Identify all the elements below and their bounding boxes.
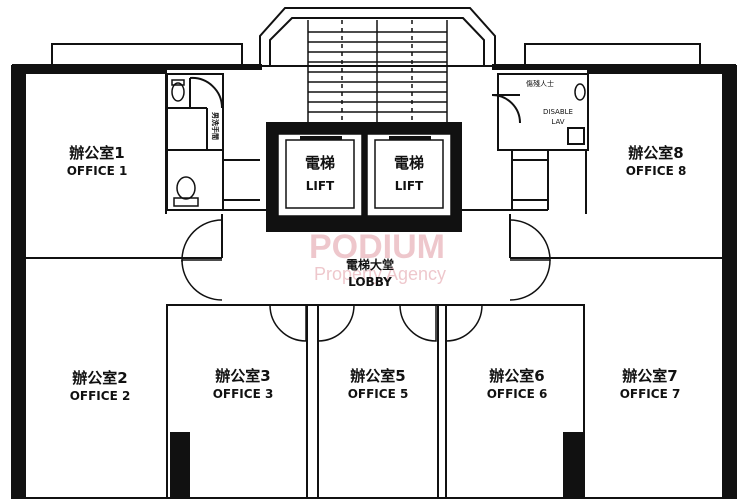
mens-toilet-label: 男洗手間 <box>211 112 220 140</box>
watermark: PODIUM Property Agency <box>309 228 446 284</box>
lift-core <box>266 122 462 232</box>
office-3-en: OFFICE 3 <box>213 387 274 401</box>
exterior-walls <box>12 64 736 498</box>
lobby: 電梯大堂 LOBBY <box>346 257 394 289</box>
office-1-en: OFFICE 1 <box>67 164 128 178</box>
office-walls <box>26 74 722 499</box>
lift-labels: 電梯 LIFT 電梯 LIFT <box>305 154 424 193</box>
office-8: 辦公室8 OFFICE 8 <box>626 144 687 178</box>
office-3-cn: 辦公室3 <box>215 367 270 385</box>
disabled-lav-label: 傷殘人士 DISABLE LAV <box>526 79 573 126</box>
lift-2-en: LIFT <box>395 179 424 193</box>
lobby-cn: 電梯大堂 <box>346 257 394 272</box>
watermark-sub: Property Agency <box>314 264 446 284</box>
office-7-en: OFFICE 7 <box>620 387 681 401</box>
office-7: 辦公室7 OFFICE 7 <box>620 367 681 401</box>
disabled-lav-line1: DISABLE <box>543 108 573 116</box>
lift-1-cn: 電梯 <box>305 154 335 172</box>
office-5: 辦公室5 OFFICE 5 <box>348 367 409 401</box>
office-8-en: OFFICE 8 <box>626 164 687 178</box>
office-2-cn: 辦公室2 <box>72 369 127 387</box>
office-6-cn: 辦公室6 <box>489 367 544 385</box>
lobby-en: LOBBY <box>348 275 392 289</box>
staircase <box>307 20 448 122</box>
lift-1-en: LIFT <box>306 179 335 193</box>
toilet-fixtures <box>171 79 586 207</box>
office-2: 辦公室2 OFFICE 2 <box>70 369 131 403</box>
disabled-lav-line2: LAV <box>551 118 564 126</box>
office-6-en: OFFICE 6 <box>487 387 548 401</box>
office-7-cn: 辦公室7 <box>622 367 677 385</box>
office-2-en: OFFICE 2 <box>70 389 131 403</box>
office-1: 辦公室1 OFFICE 1 <box>67 144 128 178</box>
office-5-cn: 辦公室5 <box>350 367 405 385</box>
office-8-cn: 辦公室8 <box>628 144 683 162</box>
watermark-brand: PODIUM <box>309 228 445 266</box>
disabled-lav-cn: 傷殘人士 <box>526 79 554 88</box>
office-3: 辦公室3 OFFICE 3 <box>213 367 274 401</box>
lift-2-cn: 電梯 <box>394 154 424 172</box>
office-6: 辦公室6 OFFICE 6 <box>487 367 548 401</box>
door-swings <box>181 219 551 342</box>
office-5-en: OFFICE 5 <box>348 387 409 401</box>
office-1-cn: 辦公室1 <box>69 144 124 162</box>
